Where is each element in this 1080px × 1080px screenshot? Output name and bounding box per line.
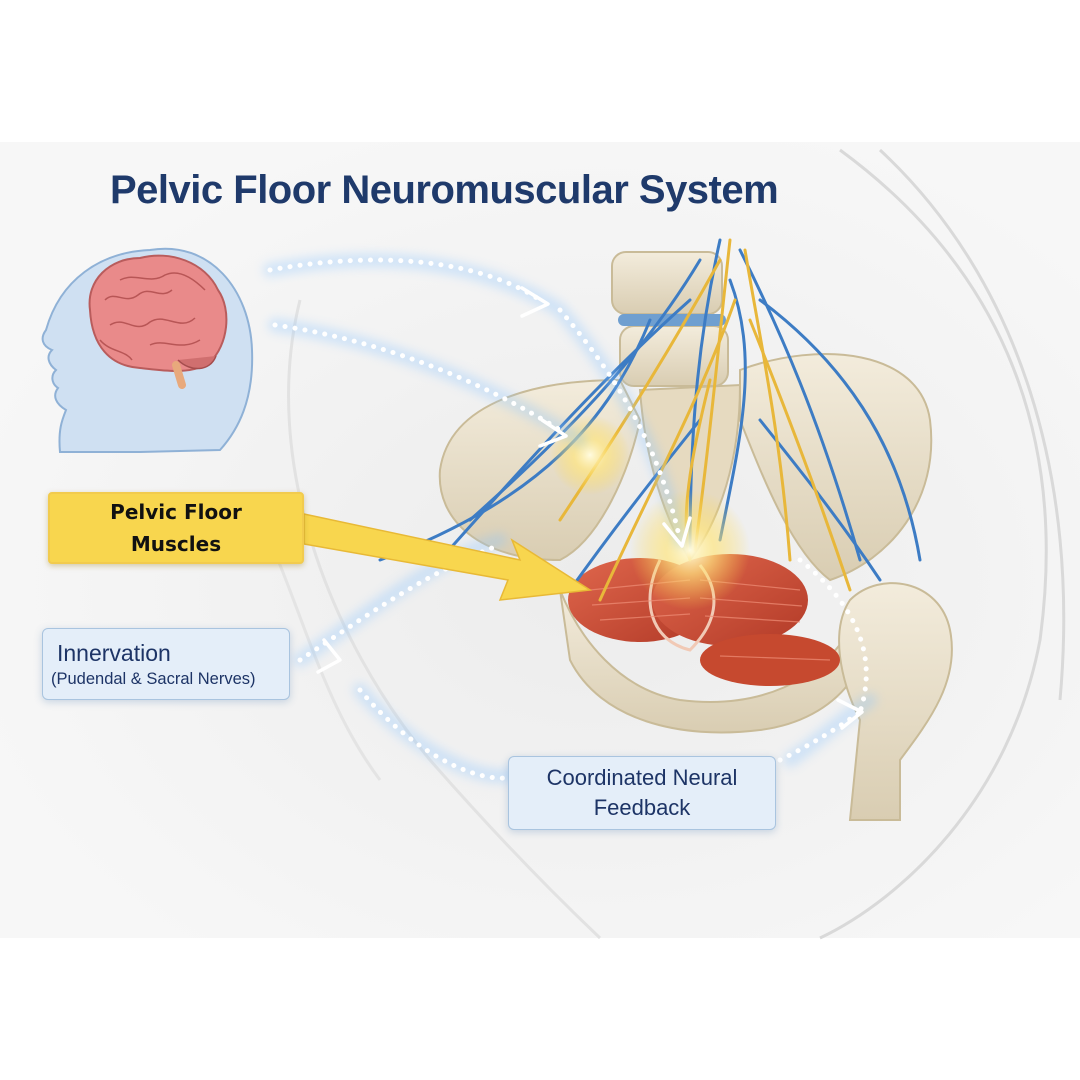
innervation-callout: Innervation (Pudendal & Sacral Nerves) [42, 628, 290, 700]
femur-right [838, 582, 953, 821]
pelvic-floor-muscles-callout: Pelvic Floor Muscles [48, 492, 304, 564]
brain-icon [88, 254, 228, 389]
pointer-arrow-icon [303, 513, 593, 601]
arrowhead-feedback [836, 698, 864, 730]
flow-arrowheads [316, 286, 864, 730]
feedback-label-line1: Coordinated Neural [546, 765, 738, 790]
flow-arrow-to-center [557, 307, 683, 543]
neural-flash [630, 490, 750, 610]
vertebra-2 [619, 325, 729, 387]
feedback-callout: Coordinated Neural Feedback [508, 756, 776, 830]
feedback-label-line2: Feedback [593, 795, 691, 820]
arrowhead-top [520, 286, 550, 318]
flow-arrow-feedback-left [357, 687, 508, 781]
flow-arrow-right-loop [797, 557, 869, 715]
innervation-sublabel: (Pudendal & Sacral Nerves) [51, 670, 256, 688]
intervertebral-disc [618, 314, 726, 326]
muscle-lower [700, 634, 840, 686]
flow-arrow-top [267, 257, 543, 303]
arrowhead-innervation [316, 638, 342, 674]
muscles-label-line1: Pelvic Floor [110, 500, 242, 524]
arrowhead-center [662, 516, 692, 548]
arrowhead-second [538, 418, 568, 448]
muscles-label-line2: Muscles [130, 532, 222, 556]
flow-arrow-second [272, 322, 563, 433]
innervation-label: Innervation [57, 640, 171, 666]
diagram-title: Pelvic Floor Neuromuscular System [110, 168, 779, 212]
flow-arrow-feedback-right [777, 709, 863, 763]
